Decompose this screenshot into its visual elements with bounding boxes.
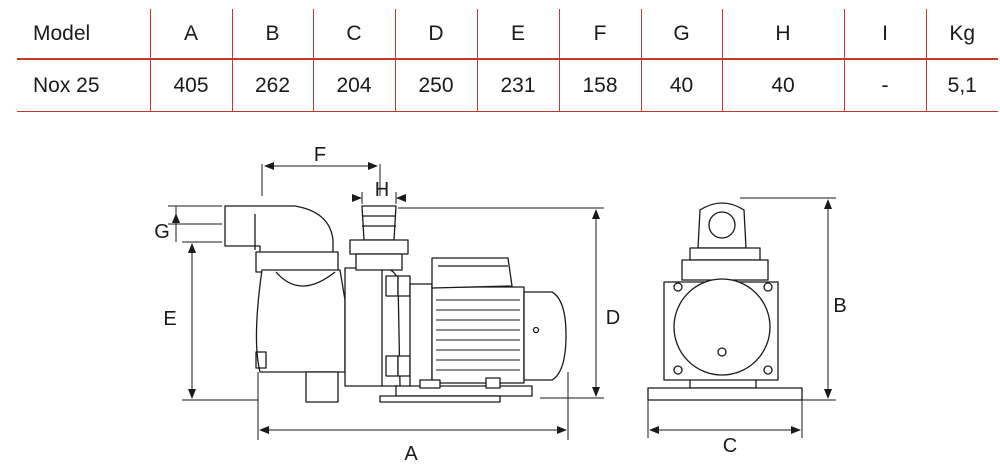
inlet-flange [255,251,339,273]
cell-h: 40 [721,59,844,112]
terminal-box [431,257,513,289]
header-kg: Kg [925,9,998,60]
header-g: G [640,9,722,60]
table-row: Nox 25 405 262 204 250 231 158 40 40 - 5… [17,59,998,112]
cell-a: 405 [149,59,232,112]
dim-label-e: E [163,308,176,330]
dimension-lines [168,162,836,440]
cell-i: - [843,59,926,112]
dim-label-d: D [606,307,620,329]
cell-g: 40 [640,59,722,112]
front-outlet [697,202,747,249]
cell-model: Nox 25 [17,59,150,112]
dim-label-b: B [833,295,846,317]
motor-body [431,286,525,384]
pump-side-view [224,205,567,403]
header-b: B [231,9,313,60]
cell-kg: 5,1 [925,59,998,112]
front-base [647,387,803,401]
header-c: C [312,9,395,60]
dim-label-a: A [404,443,418,465]
header-model: Model [17,9,150,60]
cell-e: 231 [476,59,559,112]
header-h: H [721,9,844,60]
header-e: E [476,9,559,60]
dim-label-c: C [723,435,737,457]
cell-f: 158 [558,59,641,112]
cell-d: 250 [394,59,477,112]
header-f: F [558,9,641,60]
header-d: D [394,9,477,60]
inlet-elbow [224,205,334,256]
header-i: I [843,9,926,60]
dim-label-g: G [154,221,170,243]
outlet-connector [361,205,397,241]
pump-front-view [647,202,803,401]
dimensions-table: Model A B C D E F G H I Kg Nox 25 405 26… [17,9,998,112]
dim-label-h: H [375,179,389,201]
motor-end-cap [523,291,567,381]
dim-label-f: F [314,144,326,166]
front-motor-circle [673,278,771,376]
header-a: A [149,9,232,60]
cell-c: 204 [312,59,395,112]
table-header-row: Model A B C D E F G H I Kg [17,9,998,60]
cell-b: 262 [231,59,313,112]
